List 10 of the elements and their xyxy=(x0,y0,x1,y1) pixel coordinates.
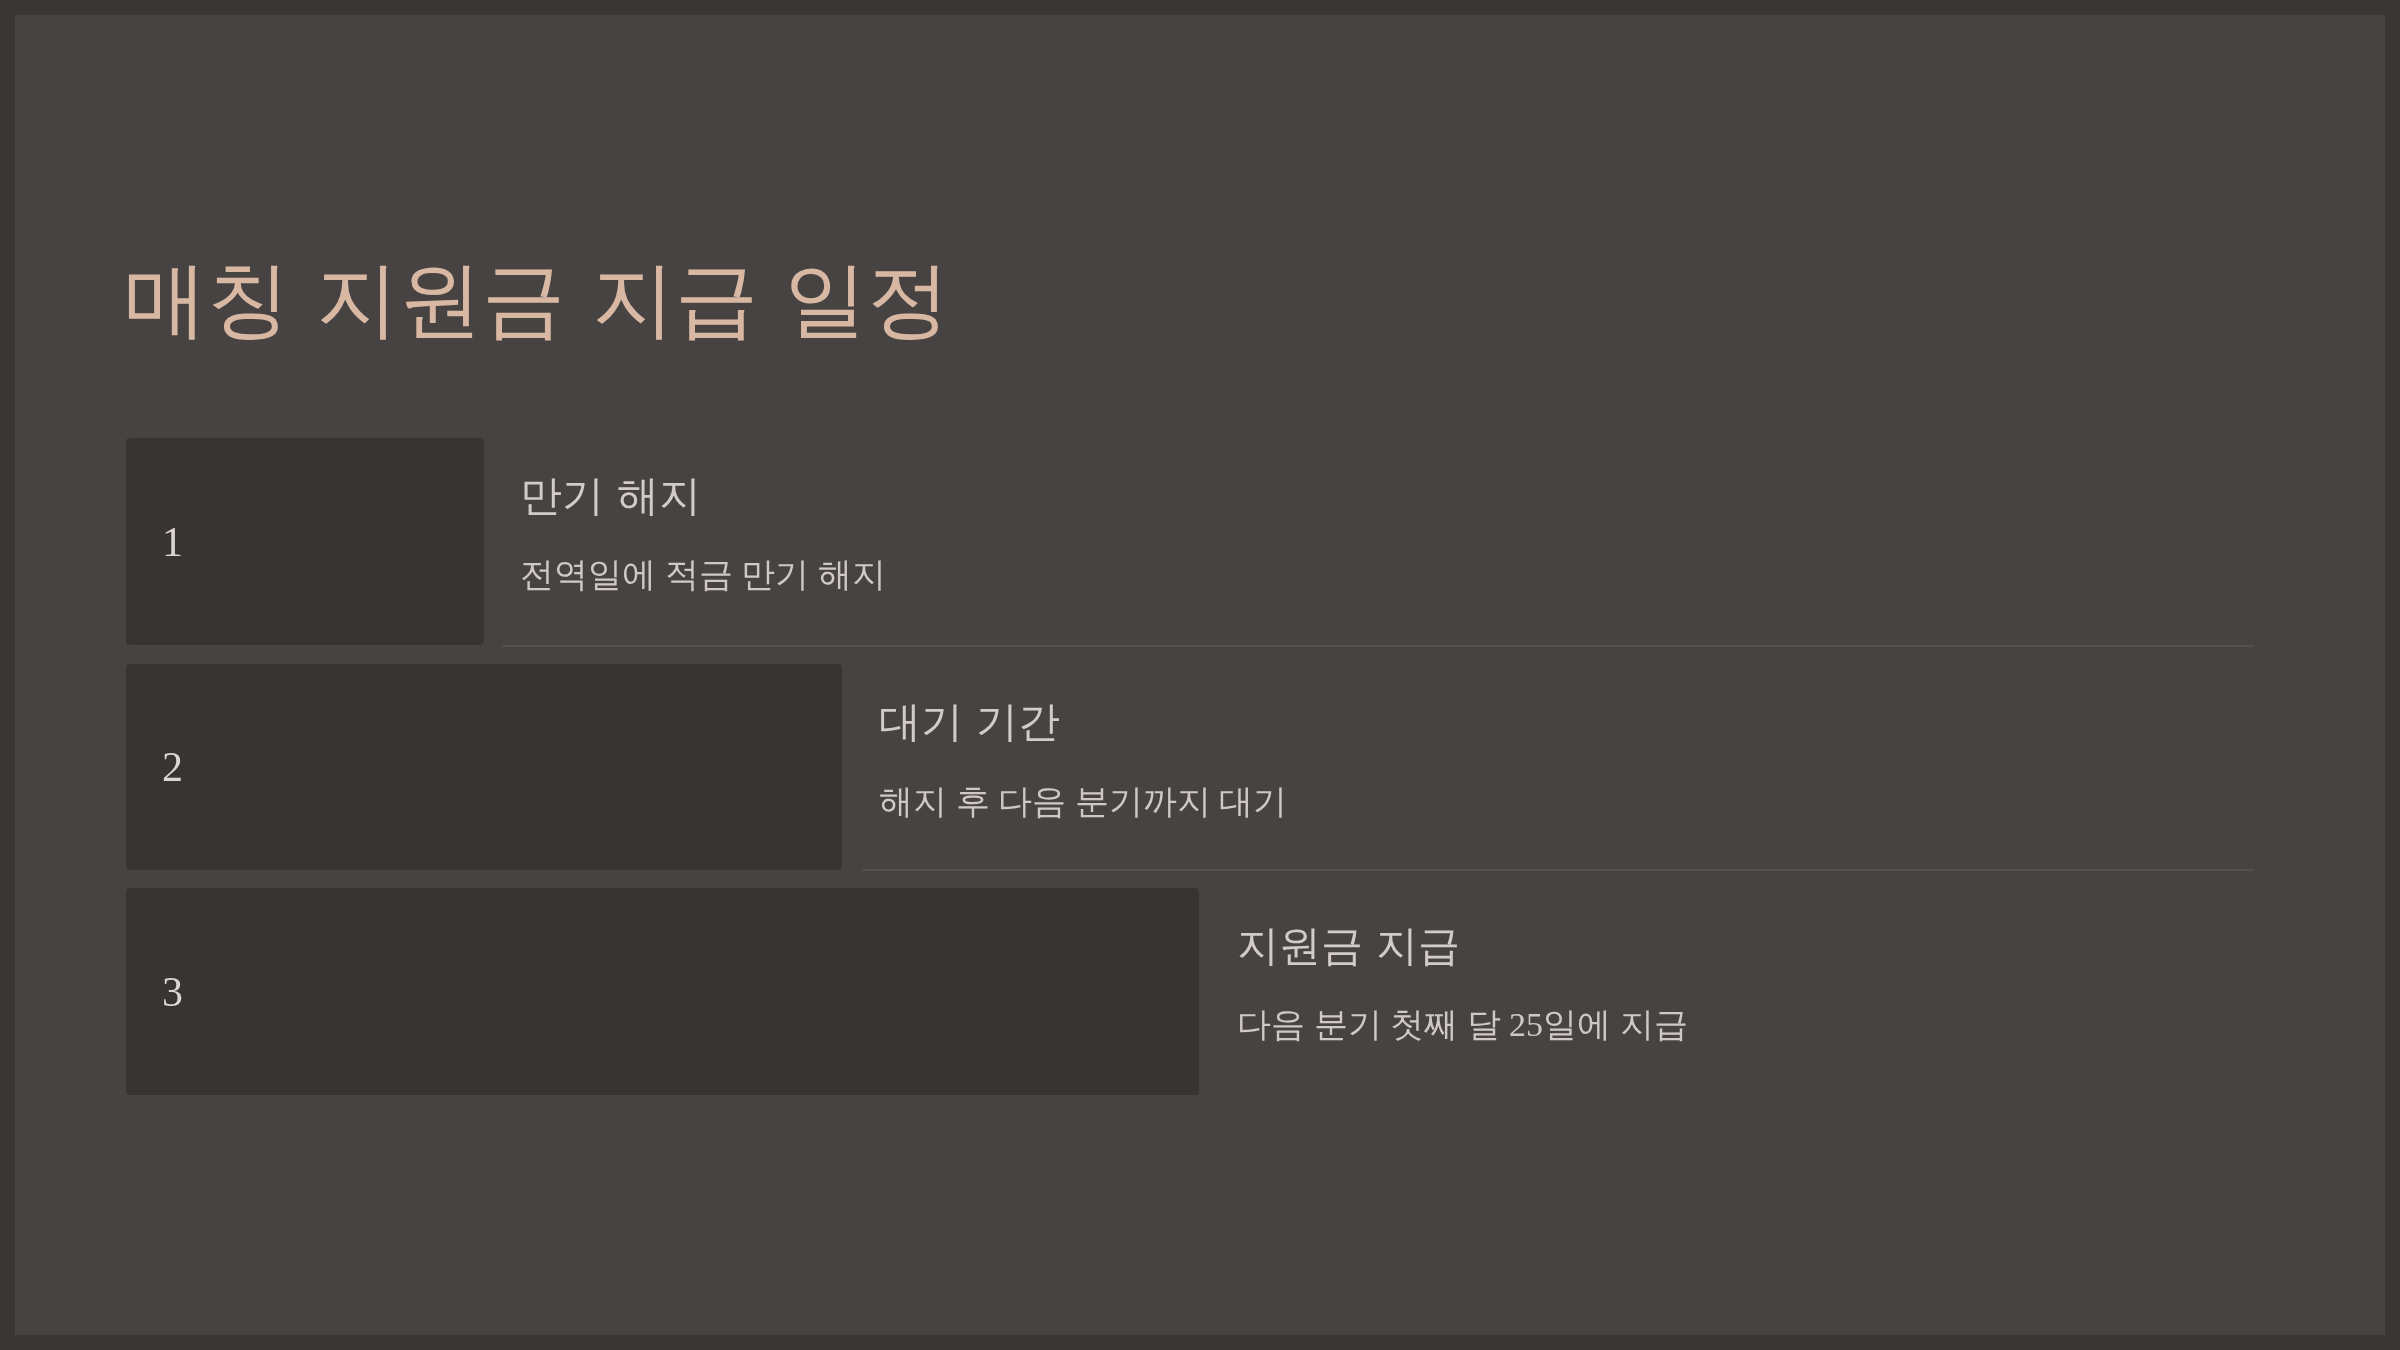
step-description: 전역일에 적금 만기 해지 xyxy=(520,555,886,595)
step-description: 해지 후 다음 분기까지 대기 xyxy=(879,782,1287,822)
step-description: 다음 분기 첫째 달 25일에 지급 xyxy=(1237,1005,1688,1045)
step-number: 2 xyxy=(162,746,183,788)
step-heading: 만기 해지 xyxy=(520,471,702,522)
step-heading: 대기 기간 xyxy=(879,697,1061,748)
step-number: 3 xyxy=(162,970,183,1013)
step-number: 1 xyxy=(162,520,183,563)
step-heading: 지원금 지급 xyxy=(1237,921,1461,972)
title: 매칭 지원금 지급 일정 xyxy=(124,250,951,350)
